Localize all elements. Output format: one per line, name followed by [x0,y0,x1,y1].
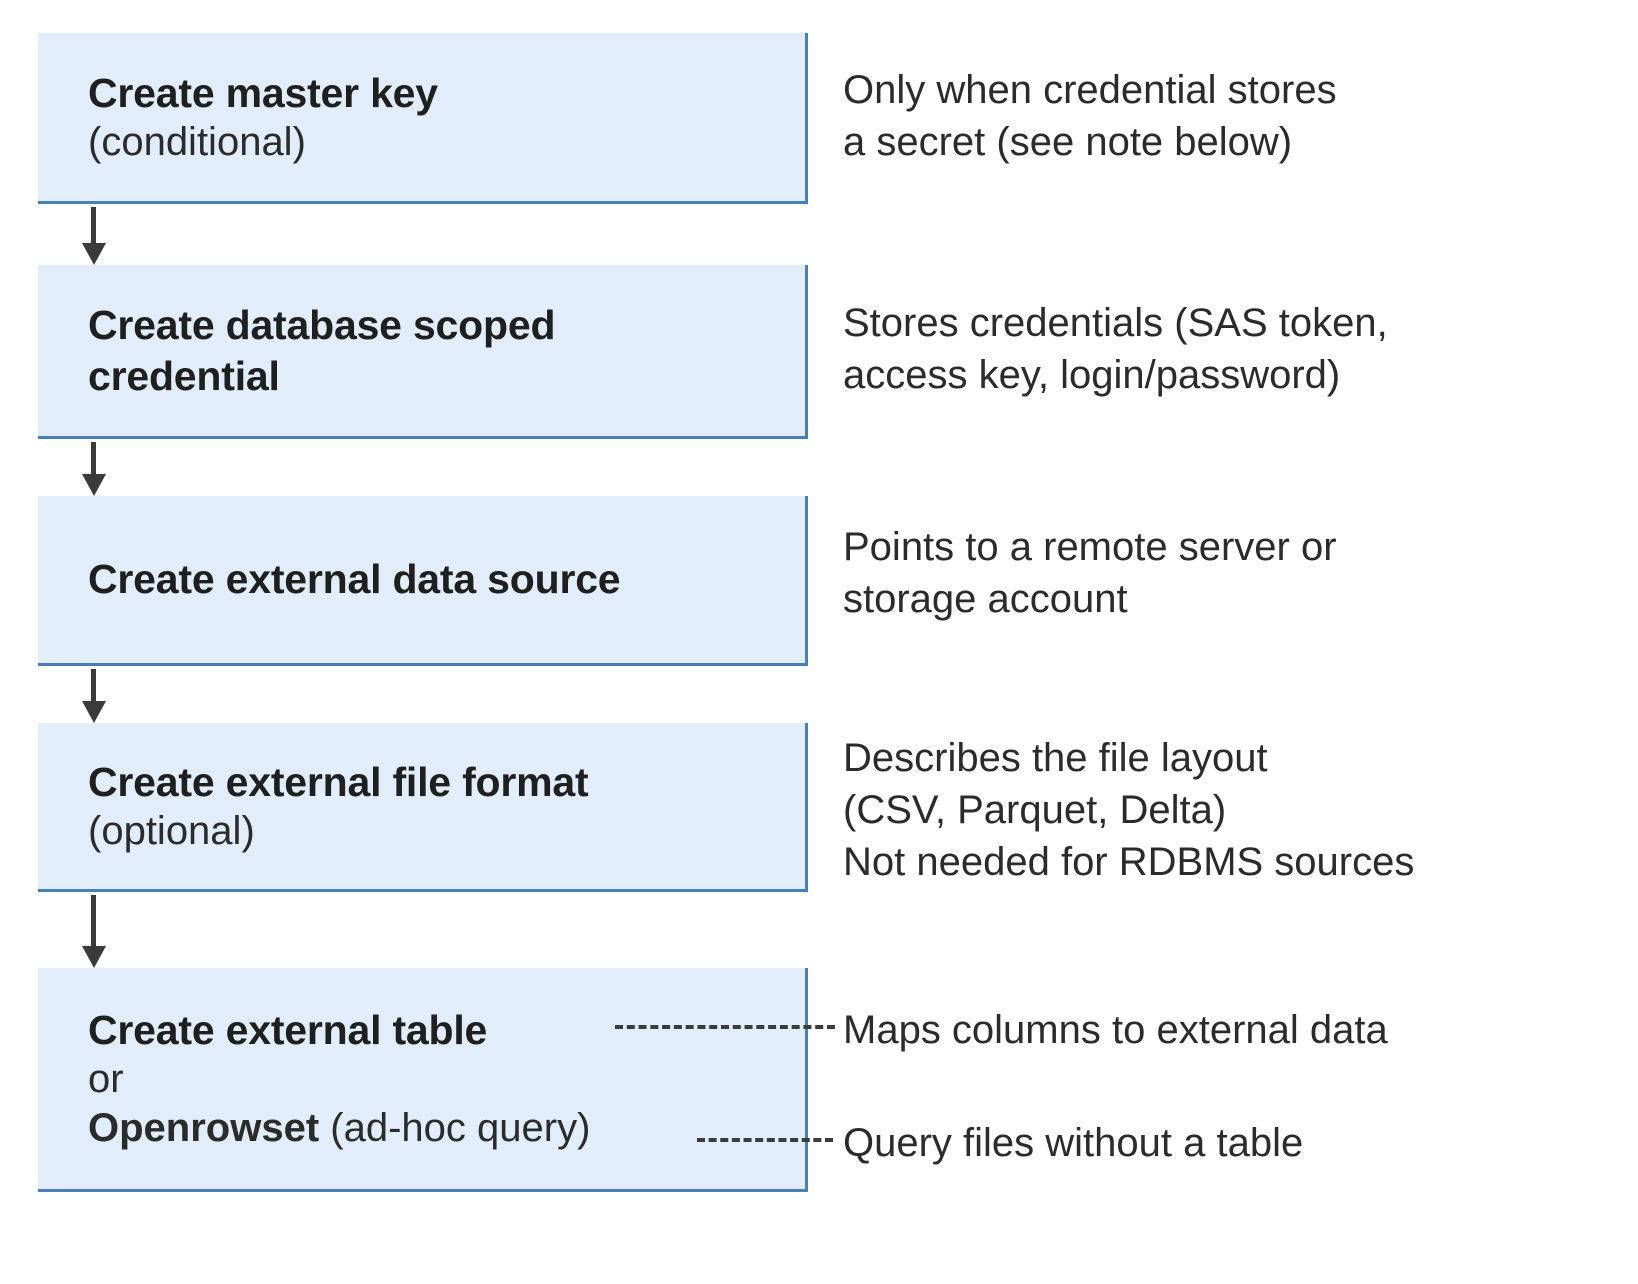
arrow-shaft [91,207,96,243]
step-box-create-database-scoped-credential: Create database scoped credential [38,265,808,439]
note-create-external-file-format: Describes the file layout (CSV, Parquet,… [843,736,1415,884]
step-box-content: Create external file format (optional) [38,757,805,856]
step-box-content: Create external data source [38,554,805,604]
step-title: Create external file format [88,758,589,805]
step-alternative-line: Openrowset (ad-hoc query) [88,1104,791,1153]
step-box-content: Create external table or Openrowset (ad-… [38,1005,805,1153]
step-title: Create external data source [88,556,621,603]
arrow-down-icon-3 [82,669,106,723]
step-box-create-external-data-source: Create external data source [38,496,808,666]
note-create-master-key: Only when credential stores a secret (se… [843,68,1337,164]
arrow-head [82,701,106,723]
step-title: Create external table [88,1006,488,1053]
dashed-connector-external-table [615,1025,835,1029]
note-create-external-table: Maps columns to external data [843,1008,1388,1052]
step-subtitle: (conditional) [88,119,306,164]
step-box-content: Create database scoped credential [38,300,805,400]
arrow-shaft [91,669,96,701]
arrow-head [82,946,106,968]
note-create-external-data-source: Points to a remote server or storage acc… [843,525,1337,621]
arrow-down-icon-4 [82,895,106,968]
note-create-database-scoped-credential: Stores credentials (SAS token, access ke… [843,301,1388,397]
step-title: Create database scoped credential [88,302,556,399]
step-box-create-master-key: Create master key (conditional) [38,33,808,204]
arrow-down-icon-2 [82,442,106,496]
arrow-head [82,474,106,496]
arrow-shaft [91,442,96,474]
step-box-content: Create master key (conditional) [38,68,805,167]
arrow-shaft [91,895,96,946]
step-box-create-external-file-format: Create external file format (optional) [38,723,808,892]
step-subtitle: (optional) [88,808,255,853]
step-box-create-external-table-or-openrowset: Create external table or Openrowset (ad-… [38,968,808,1192]
step-alternative-connector: or [88,1056,124,1101]
step-title: Create master key [88,69,438,116]
step-alternative-title: Openrowset [88,1105,320,1150]
note-openrowset: Query files without a table [843,1121,1304,1165]
step-alternative-suffix: (ad-hoc query) [319,1105,591,1150]
arrow-down-icon-1 [82,207,106,265]
dashed-connector-openrowset [697,1138,833,1142]
arrow-head [82,243,106,265]
